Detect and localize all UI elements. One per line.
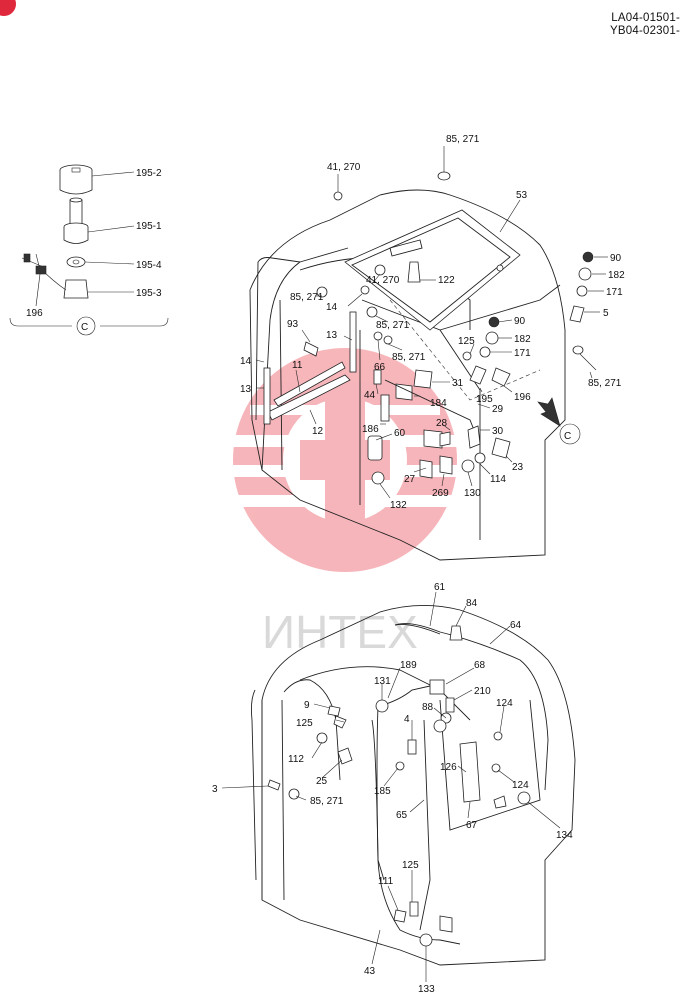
upper-part-label: 5 xyxy=(603,308,609,319)
upper-part-label: 11 xyxy=(292,360,303,371)
upper-part-label: 195 xyxy=(476,394,493,405)
doc-code-2: YB04-02301- xyxy=(610,25,680,37)
upper-part-label: 93 xyxy=(287,319,299,330)
upper-part-label: 53 xyxy=(516,190,528,201)
lower-part-label: 61 xyxy=(434,582,446,593)
lower-part-label: 125 xyxy=(402,860,419,871)
upper-part-label: 14 xyxy=(240,356,252,367)
upper-part-label: 269 xyxy=(432,488,449,499)
lower-part-label: 189 xyxy=(400,660,417,671)
upper-part-label: 182 xyxy=(608,270,625,281)
upper-part-label: 85, 271 xyxy=(446,134,480,145)
lower-part-label: 25 xyxy=(316,776,328,787)
lower-part-label: 185 xyxy=(374,786,391,797)
detail-view-c: 195-2 195-1 195-4 195-3 196 C xyxy=(9,164,169,336)
upper-part-label: 184 xyxy=(430,398,447,409)
upper-part-label: 13 xyxy=(240,384,252,395)
upper-part-label: 27 xyxy=(404,474,416,485)
lower-part-label: 4 xyxy=(404,714,410,725)
detail-part-label: 196 xyxy=(26,308,43,319)
doc-code-1: LA04-01501- xyxy=(611,12,680,24)
upper-part-label: 41, 270 xyxy=(327,162,361,173)
upper-part-label: 125 xyxy=(458,336,475,347)
lower-part-label: 111 xyxy=(378,876,394,887)
upper-view-arrow-letter: C xyxy=(564,431,571,442)
upper-part-label: 85, 271 xyxy=(392,352,426,363)
upper-part-label: 41, 270 xyxy=(366,275,400,286)
lower-part-label: 85, 271 xyxy=(310,796,344,807)
upper-part-label: 13 xyxy=(326,330,338,341)
detail-part-label: 195-2 xyxy=(136,168,162,179)
lower-part-label: 9 xyxy=(304,700,310,711)
lower-part-label: 64 xyxy=(510,620,522,631)
lower-part-label: 68 xyxy=(474,660,486,671)
watermark-text: ИНТЕХ xyxy=(262,606,418,658)
lower-part-label: 125 xyxy=(296,718,313,729)
upper-part-label: 30 xyxy=(492,426,504,437)
upper-part-label: 114 xyxy=(490,474,506,485)
upper-part-label: 90 xyxy=(610,253,622,264)
lower-part-label: 43 xyxy=(364,966,376,977)
upper-part-label: 66 xyxy=(374,362,386,373)
detail-view-letter: C xyxy=(81,322,88,333)
upper-part-label: 29 xyxy=(492,404,504,415)
lower-part-label: 3 xyxy=(212,784,218,795)
lower-part-label: 126 xyxy=(440,762,457,773)
upper-part-label: 31 xyxy=(452,378,464,389)
lower-part-label: 124 xyxy=(512,780,529,791)
upper-part-label: 12 xyxy=(312,426,324,437)
upper-part-label: 85, 271 xyxy=(290,292,324,303)
lower-part-label: 210 xyxy=(474,686,491,697)
upper-part-label: 171 xyxy=(514,348,531,359)
upper-part-label: 23 xyxy=(512,462,524,473)
lower-cab-view: 61 84 64 68 189 131 210 9 88 125 4 124 1… xyxy=(212,582,576,995)
upper-part-label: 196 xyxy=(514,392,531,403)
upper-part-label: 60 xyxy=(394,428,406,439)
lower-part-label: 67 xyxy=(466,820,478,831)
upper-part-label: 44 xyxy=(364,390,376,401)
upper-part-label: 171 xyxy=(606,287,623,298)
corner-mark xyxy=(0,0,16,16)
upper-part-label: 182 xyxy=(514,334,531,345)
upper-part-label: 186 xyxy=(362,424,379,435)
lower-part-label: 112 xyxy=(288,754,304,765)
lower-part-label: 124 xyxy=(496,698,513,709)
lower-part-label: 84 xyxy=(466,598,478,609)
lower-part-label: 133 xyxy=(418,984,435,995)
upper-part-label: 14 xyxy=(326,302,338,313)
upper-cab-view: C xyxy=(240,134,625,561)
lower-part-label: 88 xyxy=(422,702,434,713)
detail-part-label: 195-3 xyxy=(136,288,162,299)
upper-part-label: 132 xyxy=(390,500,407,511)
upper-part-label: 122 xyxy=(438,275,455,286)
lower-part-label: 131 xyxy=(374,676,391,687)
upper-part-label: 85, 271 xyxy=(376,320,410,331)
upper-part-label: 130 xyxy=(464,488,481,499)
detail-part-label: 195-1 xyxy=(136,221,162,232)
lower-part-label: 65 xyxy=(396,810,408,821)
upper-part-label: 85, 271 xyxy=(588,378,622,389)
upper-part-label: 90 xyxy=(514,316,526,327)
lower-part-label: 134 xyxy=(556,830,573,841)
detail-part-label: 195-4 xyxy=(136,260,162,271)
upper-part-label: 28 xyxy=(436,418,448,429)
